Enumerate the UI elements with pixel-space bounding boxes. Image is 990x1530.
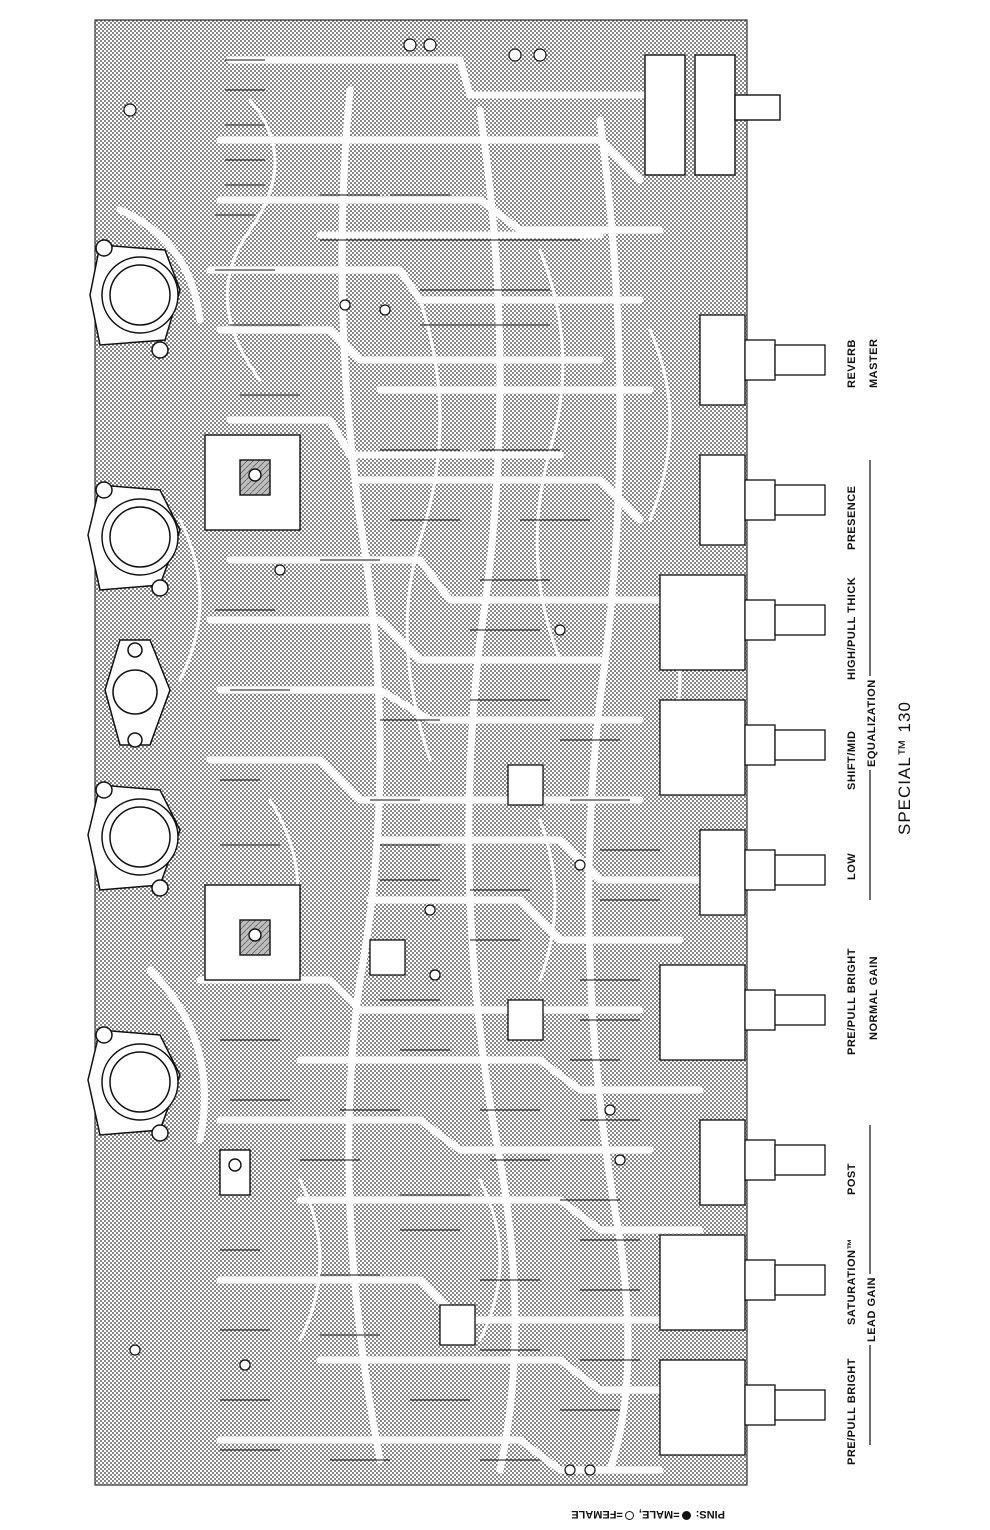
reverb-parts [644,54,781,176]
pot-shift [659,699,826,796]
pins-legend: PINS: =MALE, =FEMALE [571,1508,725,1520]
transistor-q8 [87,1026,181,1142]
pot-low [699,829,826,916]
transistor-q11 [104,639,171,748]
pot-saturation [659,1234,826,1331]
label-normal-gain: NORMAL GAIN [868,955,880,1040]
board-substrate [94,19,748,1486]
label-saturation: SATURATION™ [846,1238,858,1325]
transistor-q9 [87,781,181,897]
pins-legend-prefix: PINS: [695,1508,725,1520]
board-title: SPECIAL™ 130 [895,701,914,835]
component-silkscreen [215,59,660,1461]
pads [123,38,626,1476]
potentiometers [659,314,826,1456]
power-transistors [87,239,181,1142]
label-post: POST [846,1163,858,1195]
male-pin-icon [681,1511,691,1520]
regulator-modules [204,434,301,1196]
label-equalization: EQUALIZATION [866,676,878,770]
female-pin-icon [624,1511,634,1520]
pot-master [699,314,826,406]
transistor-q12 [89,239,181,359]
pins-legend-female: =FEMALE [571,1508,623,1520]
pot-post [699,1119,826,1206]
label-normal-bright: PRE/PULL BRIGHT [846,948,858,1055]
pot-presence [699,454,826,546]
label-lead-pre: PRE/PULL BRIGHT [846,1358,858,1465]
pins-legend-male: =MALE, [638,1508,680,1520]
pot-lead-pre [659,1359,826,1456]
label-lead-gain: LEAD GAIN [866,1274,878,1345]
integrated-circuits [369,764,544,1346]
pot-high [659,574,826,671]
label-high: HIGH/PULL THICK [846,576,858,680]
pot-normal-gain [659,964,826,1061]
transistor-q10 [87,481,181,597]
label-shift: SHIFT/MID [846,730,858,791]
label-reverb: REVERB [846,339,858,388]
label-master: MASTER [868,338,880,388]
label-low: LOW [846,852,858,880]
label-presence: PRESENCE [846,485,858,550]
